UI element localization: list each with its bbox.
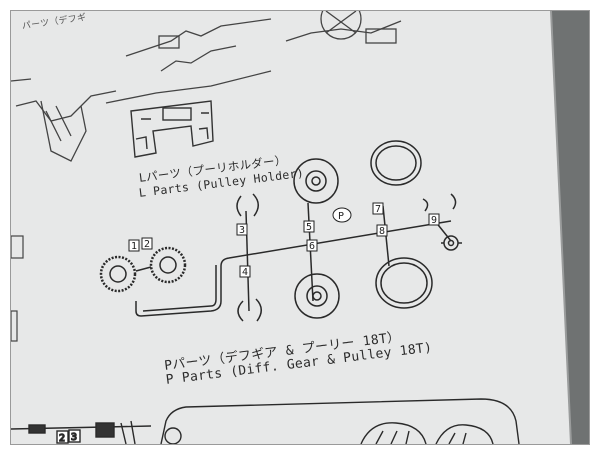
background-page bbox=[551, 11, 589, 444]
part-number-labels: 1 2 3 4 5 6 P 7 8 9 bbox=[128, 202, 440, 278]
l-parts-drawing bbox=[130, 100, 214, 158]
sheet-drawing: 1 2 3 4 5 6 P 7 8 9 bbox=[11, 11, 589, 444]
svg-text:P: P bbox=[338, 211, 344, 222]
paper-sheet bbox=[11, 11, 571, 444]
svg-text:9: 9 bbox=[431, 215, 437, 226]
left-edge-part bbox=[11, 235, 24, 342]
svg-text:2: 2 bbox=[144, 239, 150, 250]
svg-text:7: 7 bbox=[375, 204, 381, 215]
bottom-sprue-drawing: 2 3 bbox=[11, 398, 520, 444]
svg-text:2: 2 bbox=[59, 433, 65, 444]
svg-text:8: 8 bbox=[379, 226, 385, 237]
svg-text:5: 5 bbox=[306, 222, 312, 233]
top-sprue-drawing bbox=[11, 11, 402, 162]
svg-text:3: 3 bbox=[71, 432, 77, 443]
svg-text:1: 1 bbox=[131, 241, 137, 252]
svg-text:6: 6 bbox=[309, 241, 315, 252]
instruction-sheet-photo: 1 2 3 4 5 6 P 7 8 9 bbox=[11, 11, 589, 444]
svg-text:3: 3 bbox=[239, 225, 245, 236]
svg-text:4: 4 bbox=[242, 267, 248, 278]
